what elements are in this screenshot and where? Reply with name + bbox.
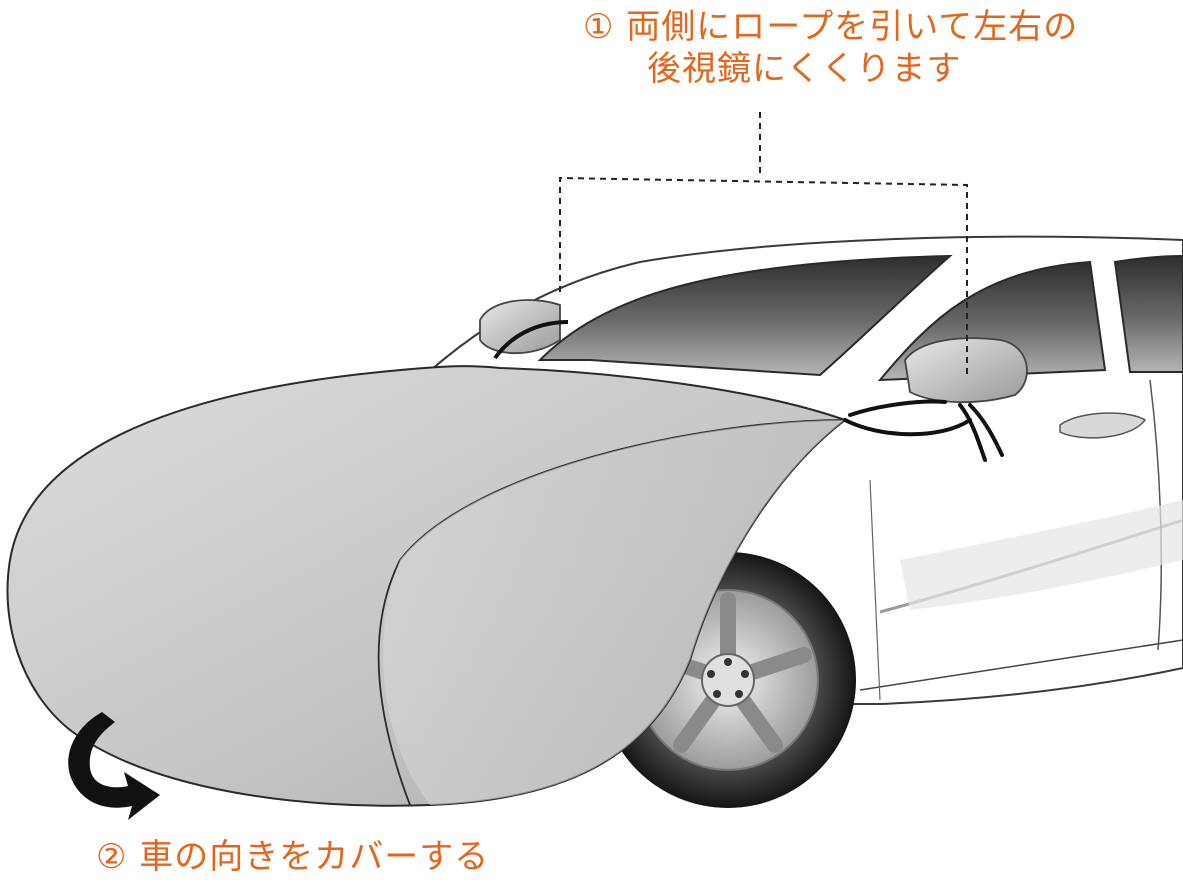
door-handle [1059, 412, 1147, 439]
car-cover [6, 365, 848, 807]
step2-text: 車の向きをカバーする [139, 837, 490, 877]
step1-number: ① [583, 7, 615, 47]
windshield [537, 254, 953, 377]
side-windows [877, 254, 1183, 382]
curved-arrow-icon [68, 712, 160, 820]
step2-caption: ② 車の向きをカバーする [96, 836, 489, 878]
left-mirror [479, 299, 569, 360]
step1-caption: ① 両側にロープを引いて左右の 後視鏡にくくります [583, 6, 1078, 90]
step1-line1: 両側にロープを引いて左右の [626, 7, 1079, 47]
step1-line2: 後視鏡にくくります [647, 49, 962, 89]
rope [843, 399, 1004, 462]
step2-number: ② [96, 837, 128, 877]
callout-bracket [559, 112, 968, 378]
